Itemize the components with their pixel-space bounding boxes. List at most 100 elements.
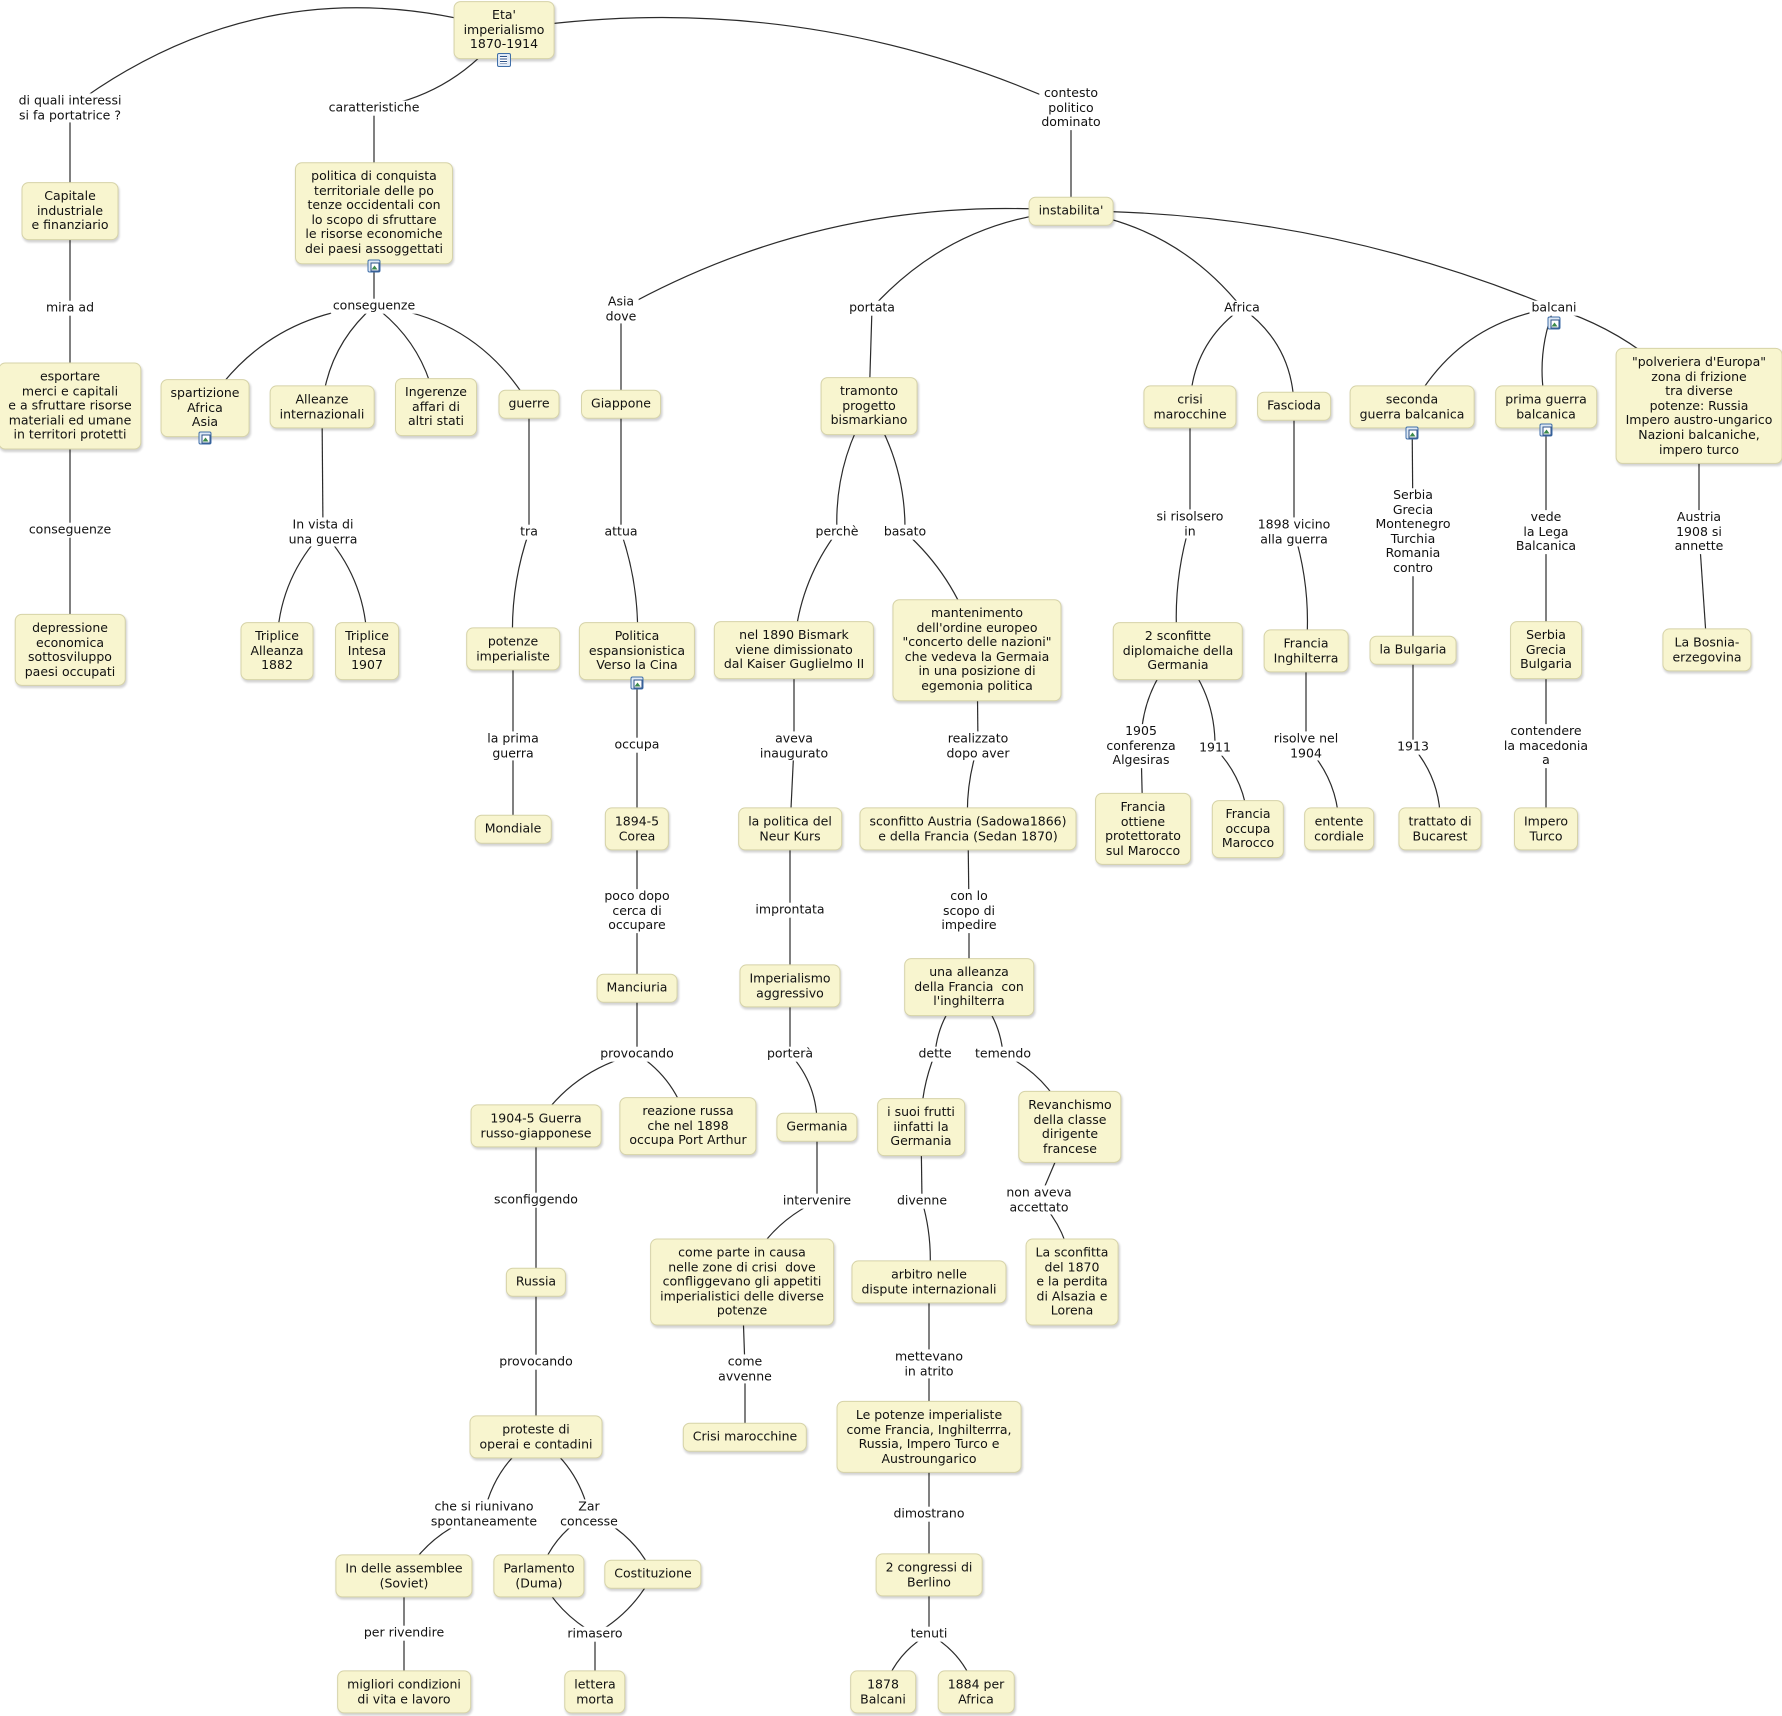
linking-phrase-l-contendere: contendere la macedonia a [1501,723,1591,768]
linking-phrase-l-risolve: risolve nel 1904 [1271,730,1341,761]
linking-phrase-l-temendo: temendo [973,1045,1033,1062]
linking-phrase-l-serbia: Serbia Grecia Montenegro Turchia Romania… [1373,487,1453,576]
concept-node-politica-esp[interactable]: Politica espansionistica Verso la Cina [578,622,696,680]
concept-node-suoi-frutti[interactable]: i suoi frutti iinfatti la Germania [877,1098,965,1156]
linking-phrase-l-provocando2: provocando [497,1353,575,1370]
image-icon[interactable] [1405,426,1419,440]
concept-node-impero-turco[interactable]: Impero Turco [1513,807,1579,851]
concept-node-politica[interactable]: politica di conquista territoriale delle… [294,162,454,264]
image-icon[interactable] [198,431,212,445]
concept-node-ingerenze[interactable]: Ingerenze affari di altri stati [395,378,477,436]
linking-phrase-l-realizzato: realizzato dopo aver [944,730,1012,761]
concept-node-parlamento[interactable]: Parlamento (Duma) [493,1554,585,1598]
concept-node-tramonto[interactable]: tramonto progetto bismarkiano [820,377,918,435]
connector-line [871,210,1072,309]
linking-phrase-l-occupa: occupa [612,736,662,753]
concept-node-bulgaria[interactable]: la Bulgaria [1369,635,1457,665]
concept-node-arbitro[interactable]: arbitro nelle dispute internazionali [851,1260,1007,1304]
image-icon[interactable] [630,676,644,690]
linking-phrase-l-asia: Asia dove [603,293,639,324]
concept-node-bosnia[interactable]: La Bosnia- erzegovina [1662,628,1752,672]
concept-node-spartizione[interactable]: spartizione Africa Asia [160,379,250,437]
linking-phrase-l-aveva: aveva inaugurato [757,730,831,761]
connector-line [503,16,1072,109]
concept-node-root[interactable]: Eta' imperialismo 1870-1914 [453,1,555,59]
concept-node-entente[interactable]: entente cordiale [1304,807,1374,851]
linking-phrase-l-sconfiggendo: sconfiggendo [492,1191,580,1208]
linking-phrase-l-conseg2: conseguenze [330,297,418,314]
concept-node-imp-aggr[interactable]: Imperialismo aggressivo [739,964,841,1008]
concept-node-mondiale[interactable]: Mondiale [474,814,552,844]
concept-node-giappone[interactable]: Giappone [581,389,661,419]
concept-node-manciuria[interactable]: Manciuria [596,973,678,1003]
linking-phrase-l-caratt: caratteristiche [326,99,422,116]
linking-phrase-l-laprima: la prima guerra [485,730,541,761]
linking-phrase-l-nonaveva: non aveva accettato [1004,1184,1074,1215]
concept-node-capitale[interactable]: Capitale industriale e finanziario [21,182,119,240]
concept-node-triplice-all[interactable]: Triplice Alleanza 1882 [240,622,314,680]
concept-node-potenze-imp2[interactable]: Le potenze imperialiste come Francia, In… [836,1400,1022,1474]
concept-node-triplice-int[interactable]: Triplice Intesa 1907 [335,622,399,680]
concept-node-prima-gb[interactable]: prima guerra balcanica [1495,385,1597,429]
concept-node-africa1884[interactable]: 1884 per Africa [937,1670,1015,1714]
concept-node-due-sconfitte[interactable]: 2 sconfitte diplomaiche della Germania [1112,622,1244,680]
concept-node-costituzione[interactable]: Costituzione [604,1559,702,1589]
linking-phrase-l-dette: dette [916,1045,954,1062]
concept-node-sconfitto[interactable]: sconfitto Austria (Sadowa1866) e della F… [859,807,1077,851]
concept-node-seconda-gb[interactable]: seconda guerra balcanica [1349,385,1475,429]
concept-node-germania[interactable]: Germania [776,1112,858,1142]
concept-node-come-parte[interactable]: come parte in causa nelle zone di crisi … [650,1238,834,1326]
concept-node-esportare[interactable]: esportare merci e capitali e a sfruttare… [0,362,142,450]
concept-node-lettera[interactable]: lettera morta [564,1670,626,1714]
concept-node-alleanza-fr[interactable]: una alleanza della Francia con l'inghilt… [904,958,1034,1016]
connector-line [69,7,505,109]
concept-node-fr-occupa[interactable]: Francia occupa Marocco [1211,800,1285,858]
concept-node-trattato[interactable]: trattato di Bucarest [1398,807,1482,851]
concept-node-balcani1878[interactable]: 1878 Balcani [850,1670,916,1714]
concept-node-crisi-maroc2[interactable]: Crisi marocchine [682,1422,808,1452]
concept-node-revanchismo[interactable]: Revanchismo della classe dirigente franc… [1018,1090,1122,1164]
concept-node-migliori[interactable]: migliori condizioni di vita e lavoro [337,1670,471,1714]
linking-phrase-l-intervenire: intervenire [780,1192,854,1209]
linking-phrase-l-improntata: improntata [753,901,827,918]
linking-phrase-l-comeavv: come avvenne [716,1353,774,1384]
image-icon[interactable] [1539,423,1553,437]
linking-phrase-l-contesto: contesto politico dominato [1039,85,1103,130]
concept-node-guerre[interactable]: guerre [498,389,560,419]
concept-node-congressi[interactable]: 2 congressi di Berlino [875,1553,983,1597]
concept-node-polveriera[interactable]: "polveriera d'Europa" zona di frizione t… [1615,347,1782,465]
linking-phrase-l-conlo: con lo scopo di impedire [939,888,999,933]
concept-node-sconfitta1870[interactable]: La sconfitta del 1870 e la perdita di Al… [1025,1238,1119,1326]
concept-node-alleanze[interactable]: Alleanze internazionali [269,385,375,429]
linking-phrase-l-divenne: divenne [894,1192,950,1209]
concept-node-depressione[interactable]: depressione economica sottosviluppo paes… [14,613,126,687]
concept-node-neur-kurs[interactable]: la politica del Neur Kurs [738,807,842,851]
concept-node-corea[interactable]: 1894-5 Corea [604,807,670,851]
linking-phrase-l-tra: tra [518,523,540,540]
concept-node-reazione[interactable]: reazione russa che nel 1898 occupa Port … [619,1097,757,1155]
linking-phrase-l-tenuti: tenuti [908,1625,950,1642]
concept-node-proteste[interactable]: proteste di operai e contadini [469,1415,603,1459]
document-icon[interactable] [497,53,511,67]
image-icon[interactable] [1547,316,1561,330]
concept-node-russia[interactable]: Russia [505,1267,567,1297]
concept-node-bismark1890[interactable]: nel 1890 Bismark viene dimissionato dal … [713,621,875,679]
linking-phrase-l-basato: basato [881,523,929,540]
linking-phrase-l-vede: vede la Lega Balcanica [1513,509,1579,554]
linking-phrase-l-invista: In vista di una guerra [286,516,360,547]
concept-node-serbia[interactable]: Serbia Grecia Bulgaria [1510,621,1582,679]
concept-node-mantenimento[interactable]: mantenimento dell'ordine europeo "concer… [892,599,1062,701]
concept-node-fr-ottiene[interactable]: Francia ottiene protettorato sul Marocco [1095,792,1191,866]
concept-node-fascioda[interactable]: Fascioda [1257,391,1331,421]
linking-phrase-l-attua: attua [602,523,640,540]
concept-node-potenze-imp[interactable]: potenze imperialiste [466,627,560,671]
linking-phrase-l-sirisolsero: si risolsero in [1154,508,1226,539]
concept-node-assemblee[interactable]: In delle assemblee (Soviet) [335,1554,473,1598]
linking-phrase-l-balcani: balcani [1529,299,1579,316]
concept-node-instabilita[interactable]: instabilita' [1028,196,1114,226]
concept-node-crisi-maroc[interactable]: crisi marocchine [1143,385,1237,429]
image-icon[interactable] [367,259,381,273]
concept-node-fr-ingh[interactable]: Francia Inghilterra [1263,629,1349,673]
concept-node-guerra-rg[interactable]: 1904-5 Guerra russo-giapponese [470,1104,602,1148]
linking-phrase-l-mettevano: mettevano in atrito [893,1348,965,1379]
